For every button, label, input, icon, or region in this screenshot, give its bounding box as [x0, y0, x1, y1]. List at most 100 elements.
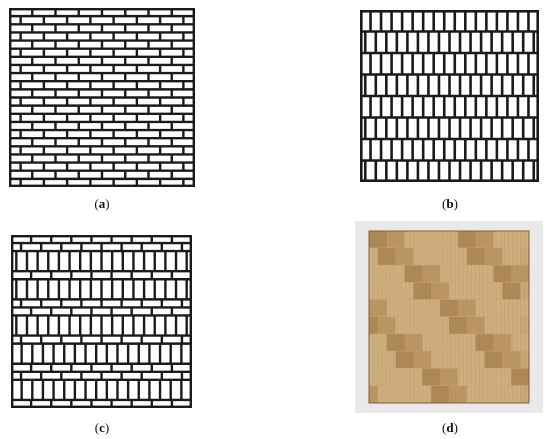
bamboo-strip: [386, 265, 405, 282]
bamboo-strip: [386, 299, 405, 317]
bamboo-strip: [493, 299, 512, 317]
bamboo-strip: [369, 231, 387, 248]
bamboo-strip: [395, 248, 414, 265]
bamboo-strip: [466, 385, 485, 403]
bamboo-strip: [431, 248, 449, 265]
bamboo-strip: [413, 248, 432, 265]
bamboo-strip: [369, 265, 387, 282]
board-edge: [368, 230, 530, 404]
bamboo-strip: [449, 248, 467, 265]
bamboo-strip: [475, 231, 494, 248]
caption-d: (d): [442, 420, 458, 435]
caption-b: (b): [442, 196, 458, 211]
bamboo-strip: [511, 299, 529, 317]
bamboo-strip: [484, 317, 503, 334]
bamboo-strip: [457, 265, 476, 282]
bamboo-strip: [440, 334, 458, 351]
bamboo-strip: [449, 351, 467, 368]
bamboo-strip: [457, 334, 476, 351]
panel-b: [360, 10, 539, 182]
bamboo-strip: [449, 385, 467, 403]
bamboo-strip: [440, 231, 458, 248]
bamboo-strip: [466, 282, 485, 300]
bamboo-board-photo: [355, 221, 543, 413]
bamboo-strip: [457, 299, 476, 317]
bamboo-strip: [511, 231, 529, 248]
bamboo-strip: [449, 282, 467, 300]
bamboo-strip: [449, 317, 467, 334]
caption-c: (c): [94, 420, 110, 435]
bamboo-strip: [466, 248, 485, 265]
bamboo-strip: [493, 231, 512, 248]
bamboo-strip: [457, 368, 476, 386]
bamboo-strip: [502, 385, 521, 403]
frame: [11, 235, 192, 408]
bamboo-strip: [440, 368, 458, 386]
bamboo-strip: [395, 351, 414, 368]
bamboo-strip: [369, 385, 378, 403]
bamboo-strip: [395, 282, 414, 300]
bamboo-strip: [475, 265, 494, 282]
bamboo-strip: [404, 265, 423, 282]
bamboo-strip: [386, 334, 405, 351]
bamboo-strip: [440, 265, 458, 282]
bamboo-strip: [369, 248, 378, 265]
bamboo-strip: [395, 317, 414, 334]
bamboo-strip: [475, 299, 494, 317]
bamboo-strip: [404, 334, 423, 351]
bamboo-strip: [502, 248, 521, 265]
bamboo-strip: [431, 385, 449, 403]
bamboo-strip: [511, 265, 529, 282]
bamboo-strip: [484, 282, 503, 300]
brick-pattern-diagram: [9, 8, 195, 187]
bamboo-strip: [484, 385, 503, 403]
mixed-pattern-diagram: [11, 235, 192, 408]
bamboo-strip: [377, 248, 396, 265]
bamboo-strip: [413, 317, 432, 334]
bamboo-strip: [511, 368, 529, 386]
bamboo-strip: [413, 385, 432, 403]
bamboo-strip: [413, 282, 432, 300]
bamboo-strip: [404, 299, 423, 317]
panel-a: [9, 8, 195, 187]
bamboo-strip: [493, 334, 512, 351]
bamboo-strip: [413, 351, 432, 368]
bamboo-strip: [377, 385, 396, 403]
bamboo-strip: [466, 351, 485, 368]
bamboo-strip: [440, 299, 458, 317]
bamboo-strip: [422, 231, 441, 248]
bamboo-strip: [369, 351, 378, 368]
bamboo-strip: [431, 351, 449, 368]
bamboo-strip: [369, 317, 378, 334]
caption-a: (a): [94, 196, 110, 211]
board: [368, 230, 530, 404]
bamboo-strip: [431, 282, 449, 300]
bamboo-strip: [422, 334, 441, 351]
bamboo-strip: [502, 317, 521, 334]
bamboo-strip: [377, 351, 396, 368]
bamboo-strip: [493, 265, 512, 282]
bamboo-strip: [404, 231, 423, 248]
bamboo-strip: [466, 317, 485, 334]
bamboo-strip: [422, 368, 441, 386]
bamboo-strip: [395, 385, 414, 403]
bamboo-strip: [377, 282, 396, 300]
bamboo-strip: [511, 334, 529, 351]
bamboo-strip: [377, 317, 396, 334]
bamboo-strip: [369, 299, 387, 317]
bamboo-strip: [475, 334, 494, 351]
bamboo-strip: [457, 231, 476, 248]
bamboo-strip: [493, 368, 512, 386]
vertical-pattern-diagram: [360, 10, 539, 182]
bamboo-strip: [431, 317, 449, 334]
bamboo-strip: [484, 248, 503, 265]
bamboo-strip: [369, 368, 387, 386]
panel-c: [11, 235, 192, 408]
bamboo-strip: [422, 299, 441, 317]
bamboo-strip: [386, 368, 405, 386]
bamboo-strip: [475, 368, 494, 386]
panel-d: [355, 221, 543, 413]
bamboo-strip: [502, 351, 521, 368]
bamboo-strip: [369, 282, 378, 300]
bamboo-strip: [484, 351, 503, 368]
